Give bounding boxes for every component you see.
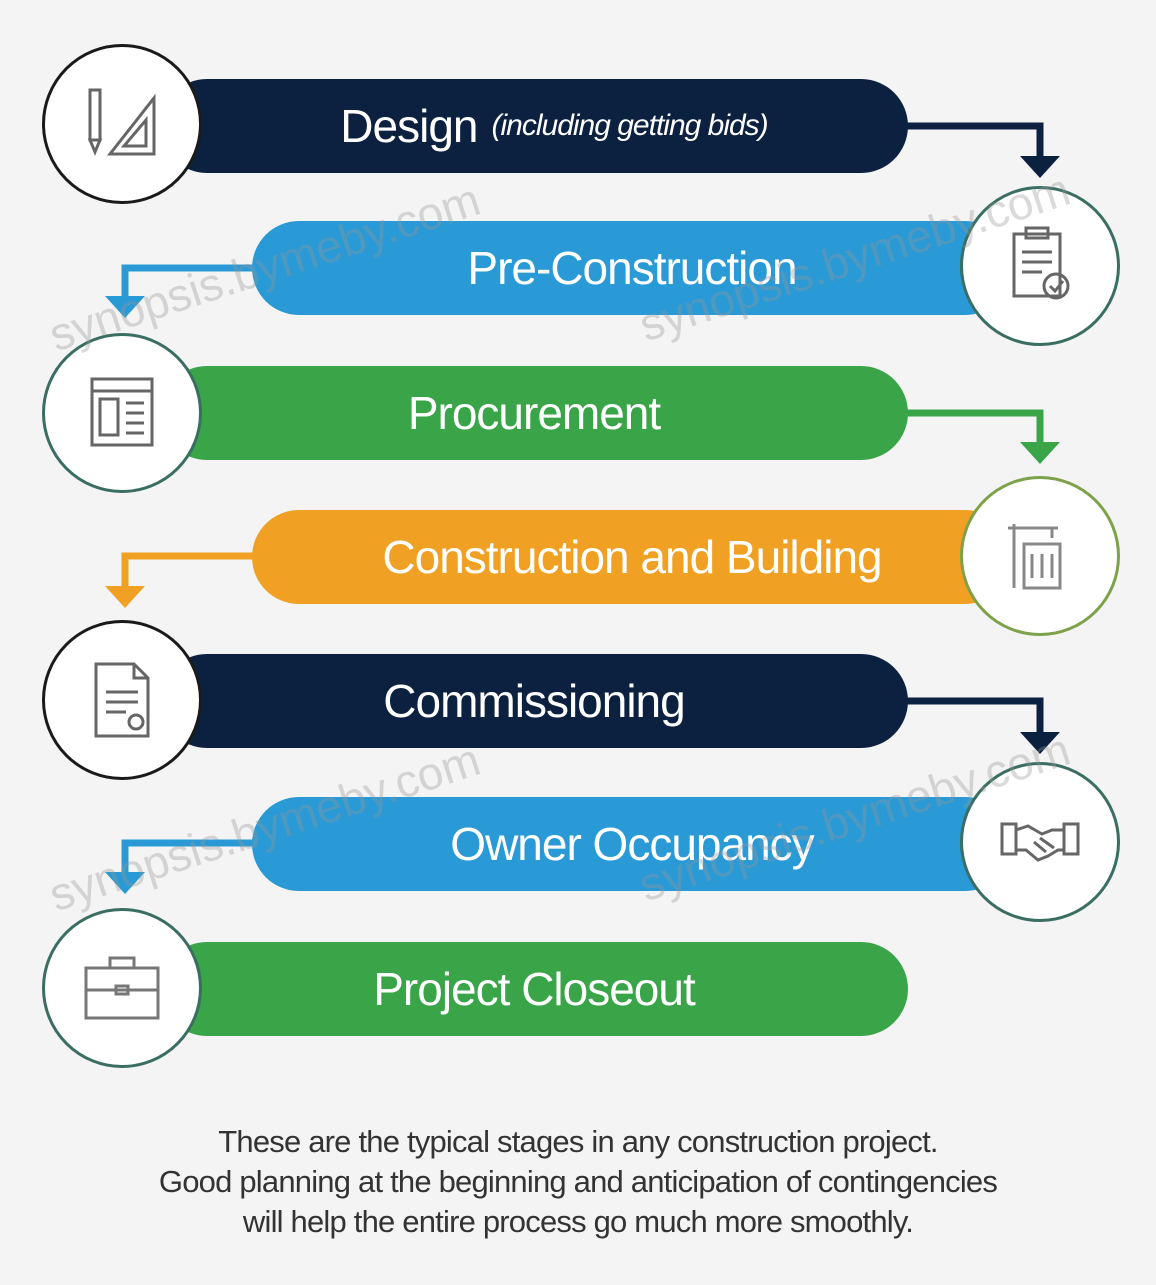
stage-occupancy-label: Owner Occupancy	[450, 818, 814, 870]
stage-design-label: Design	[340, 100, 478, 152]
caption-line-1: These are the typical stages in any cons…	[218, 1124, 938, 1159]
stage-preconstruction-icon-circle	[960, 186, 1120, 346]
stage-closeout-icon-circle	[42, 908, 202, 1068]
arrowhead-4	[105, 586, 145, 608]
caption-line-3: will help the entire process go much mor…	[242, 1204, 914, 1239]
stage-commissioning-label: Commissioning	[383, 675, 685, 727]
arrowhead-5	[1020, 732, 1060, 754]
arrow-commissioning-to-occupancy	[900, 697, 1044, 736]
caption-line-2: Good planning at the beginning and antic…	[158, 1164, 998, 1199]
arrow-preconstruction-to-procurement	[121, 264, 262, 300]
stage-procurement-label: Procurement	[407, 387, 661, 439]
stage-construction-label: Construction and Building	[382, 531, 882, 583]
stage-construction-bar: Construction and Building	[252, 510, 1012, 604]
stage-preconstruction-bar: Pre-Construction	[252, 221, 1012, 315]
caption: These are the typical stages in any cons…	[60, 1122, 1096, 1242]
drafting-tools-icon	[87, 88, 156, 156]
stage-commissioning-icon-circle	[42, 620, 202, 780]
catalog-book-icon	[90, 377, 154, 447]
arrow-procurement-to-construction	[900, 409, 1044, 446]
stage-procurement-bar: Procurement	[160, 366, 908, 460]
stage-procurement-icon-circle	[42, 333, 202, 493]
clipboard-check-icon	[1012, 226, 1070, 300]
arrowhead-2	[105, 296, 145, 318]
stage-closeout-label: Project Closeout	[373, 963, 695, 1015]
stage-design-sublabel: (including getting bids)	[491, 109, 769, 142]
stage-construction-icon-circle	[960, 476, 1120, 636]
arrowhead-6	[105, 872, 145, 894]
stage-closeout-bar: Project Closeout	[160, 942, 908, 1036]
arrow-construction-to-commissioning	[121, 552, 262, 590]
stage-design-bar: Design (including getting bids)	[160, 79, 908, 173]
stage-design-icon-circle	[42, 44, 202, 204]
contract-document-icon	[94, 662, 150, 738]
stage-commissioning-bar: Commissioning	[160, 654, 908, 748]
arrow-design-to-preconstruction	[900, 122, 1044, 160]
handshake-icon	[1000, 822, 1080, 862]
building-crane-icon	[1008, 524, 1062, 590]
briefcase-icon	[84, 956, 160, 1020]
stage-preconstruction-label: Pre-Construction	[467, 242, 797, 294]
stage-occupancy-bar: Owner Occupancy	[252, 797, 1012, 891]
stage-occupancy-icon-circle	[960, 762, 1120, 922]
arrowhead-3	[1020, 442, 1060, 464]
arrowhead-1	[1020, 156, 1060, 178]
arrow-occupancy-to-closeout	[121, 839, 262, 876]
